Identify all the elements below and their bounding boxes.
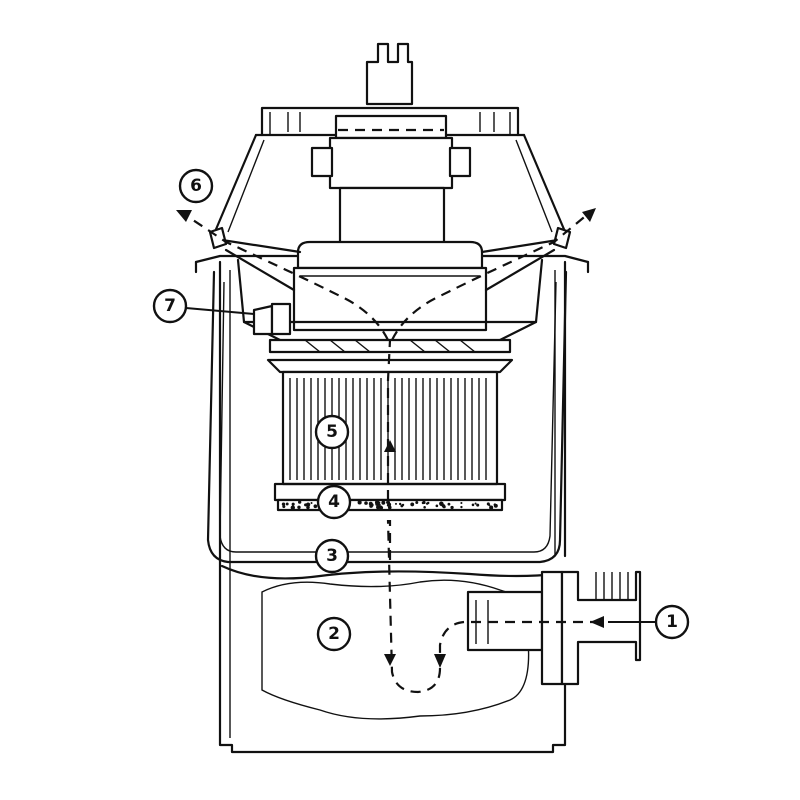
callout-2-circle (316, 616, 352, 652)
foam-texture-dot (282, 504, 286, 509)
callout-6-label: 6 (190, 176, 202, 196)
foam-texture-dot (447, 502, 451, 506)
head-plate (208, 226, 572, 354)
foam-texture-dot (450, 505, 454, 510)
foam-texture-dot (410, 502, 415, 507)
foam-texture-dot (305, 502, 311, 507)
cartridge-filter (266, 358, 514, 502)
foam-texture-dot (369, 503, 374, 507)
foam-texture-dot (285, 502, 289, 506)
foam-texture-dot (439, 501, 444, 507)
foam-texture-dot (386, 500, 389, 504)
foam-texture-dot (488, 504, 491, 507)
callout-5: 5 (314, 414, 350, 450)
foam-texture-dot (357, 500, 362, 505)
foam-texture-dot (400, 504, 404, 508)
foam-texture-dot (306, 505, 310, 510)
foam-texture-dot (442, 505, 446, 509)
callout-7-circle (152, 288, 188, 324)
airflow-path (176, 208, 604, 694)
inlet-port (466, 570, 642, 686)
foam-texture-dot (376, 505, 380, 510)
callout-3: 3 (314, 538, 350, 574)
callout-4: 4 (316, 484, 352, 520)
foam-texture-dot (281, 502, 286, 506)
float-switch (252, 302, 292, 336)
callout-2: 2 (316, 616, 352, 652)
foam-texture-dot (494, 504, 498, 508)
foam-texture-dot (364, 501, 368, 505)
callout-1-circle (654, 604, 690, 640)
foam-texture-dot (304, 503, 308, 507)
callout-5-circle (314, 414, 350, 450)
callout-1: 1 (608, 604, 690, 640)
foam-texture-dot (471, 503, 475, 507)
foam-texture-dot (378, 505, 384, 510)
foam-texture-dot (394, 502, 398, 505)
callout-6: 6 (178, 168, 214, 204)
callout-5-label: 5 (326, 422, 338, 442)
callout-3-label: 3 (326, 546, 338, 566)
foam-texture-dot (387, 505, 392, 510)
foam-texture-dot (290, 505, 295, 510)
foam-texture-dot (435, 504, 439, 508)
foam-texture-dot (298, 501, 302, 504)
motor (292, 114, 488, 332)
foam-texture-dot (474, 502, 477, 505)
foam-prefilter (276, 498, 504, 512)
callout-1-label: 1 (666, 612, 678, 632)
foam-texture-dot (415, 501, 419, 505)
foam-texture-dot (297, 506, 301, 509)
foam-texture-dot (460, 501, 463, 505)
foam-texture-dot (460, 505, 463, 509)
callout-4-label: 4 (328, 492, 340, 512)
foam-texture-dot (489, 505, 494, 510)
foam-texture-dot (398, 502, 402, 506)
foam-texture-dot (421, 501, 425, 505)
callout-6-circle (178, 168, 214, 204)
callout-2-label: 2 (328, 624, 340, 644)
foam-texture-dot (291, 502, 295, 506)
foam-texture-dot (374, 500, 380, 505)
foam-texture-dot (313, 504, 318, 509)
foam-texture-dot (426, 501, 430, 505)
foam-texture-dot (476, 503, 480, 507)
foam-texture-dot (381, 500, 386, 505)
callout-4-circle (316, 484, 352, 520)
callout-7-label: 7 (164, 296, 176, 316)
inner-liner (206, 270, 568, 580)
callout-7: 7 (152, 288, 255, 324)
callout-3-circle (314, 538, 350, 574)
foam-texture-dot (423, 505, 426, 509)
foam-texture-dot (310, 501, 313, 504)
